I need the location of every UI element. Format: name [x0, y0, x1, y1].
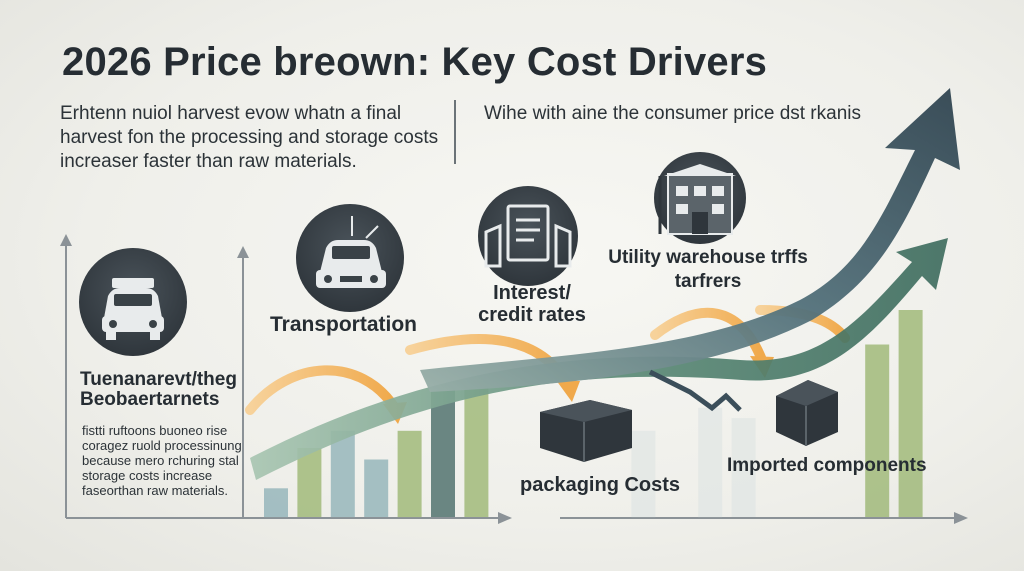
bar-20: [898, 310, 923, 517]
x-axis-right-arrowhead: [954, 512, 968, 524]
car-icon-light-right: [149, 320, 157, 328]
interest-icon-bg: [478, 186, 578, 286]
y-axis-left-arrowhead: [60, 234, 72, 246]
bar-2: [297, 448, 322, 517]
utility-icon-window-3: [712, 186, 724, 196]
bar-14: [698, 407, 723, 518]
utility-icon-window-1: [676, 186, 688, 196]
connector-arrow-transport: [245, 365, 400, 415]
bar-series: [264, 310, 923, 518]
bar-12: [631, 430, 656, 518]
transport-icon-windshield: [332, 246, 370, 259]
dip-line: [648, 369, 742, 412]
bar-5: [397, 430, 422, 518]
driver-label-interest: Interest/ credit rates: [478, 282, 586, 326]
interest-icon-wing-left: [484, 223, 502, 268]
transport-icon-grille: [340, 276, 362, 282]
driver-body-first: fistti ruftoons buoneo rise coragez ruol…: [82, 423, 242, 498]
car-icon: [296, 204, 404, 312]
bar-7: [464, 381, 489, 517]
utility-icon-door: [692, 212, 708, 234]
connector-head-2: [556, 380, 580, 402]
car-icon-roof-sign: [112, 278, 154, 288]
driver-label-imported: Imported components: [727, 455, 927, 476]
utility-icon-roof: [664, 164, 736, 176]
intro-text-right: Wihe with aine the consumer price dst rk…: [484, 103, 861, 124]
transport-icon-antenna-b: [365, 225, 379, 239]
driver-label-transportation: Transportation: [270, 313, 418, 336]
driver-label-packaging: packaging Costs: [520, 474, 681, 496]
car-icon-wheel-left: [106, 332, 116, 340]
interest-icon-wing-right: [554, 223, 572, 268]
axes: [60, 234, 968, 524]
bar-15: [731, 418, 756, 517]
bar-3: [330, 430, 355, 518]
utility-icon-window-2: [694, 186, 706, 196]
x-axis-left-arrowhead: [498, 512, 512, 524]
box-icon: [540, 400, 632, 462]
utility-icon-window-4: [676, 204, 688, 214]
bar-6: [431, 390, 455, 517]
driver-label-utility: Utility warehouse trffs tarfrers: [608, 247, 808, 292]
page-title: 2026 Price breown: Key Cost Drivers: [62, 40, 768, 84]
y-axis-mid-arrowhead: [237, 246, 249, 258]
bar-19: [865, 344, 890, 517]
driver-label-first: Tuenanarevt/theg Beobaertarnets: [80, 369, 237, 410]
car-icon-light-left: [109, 320, 117, 328]
intro-text-left: Erhtenn nuiol harvest evow whatn a final…: [60, 103, 439, 172]
car-icon-front: [102, 316, 164, 332]
car-icon-wheel-right: [150, 332, 160, 340]
interest-icon-page: [506, 204, 550, 262]
bar-4: [364, 459, 389, 517]
intro-divider: [454, 100, 456, 164]
imported-icon-top: [776, 380, 838, 406]
transport-icon-light-left: [324, 275, 332, 283]
document-icon: [478, 186, 578, 286]
transport-icon-light-right: [370, 275, 378, 283]
packaging-icon-top: [540, 400, 632, 422]
utility-icon-window-5: [712, 204, 724, 214]
box-icon: [776, 380, 838, 446]
car-icon-windshield: [114, 294, 152, 306]
warehouse-icon: [654, 152, 746, 244]
car-icon: [79, 248, 187, 356]
bar-1: [264, 488, 288, 518]
